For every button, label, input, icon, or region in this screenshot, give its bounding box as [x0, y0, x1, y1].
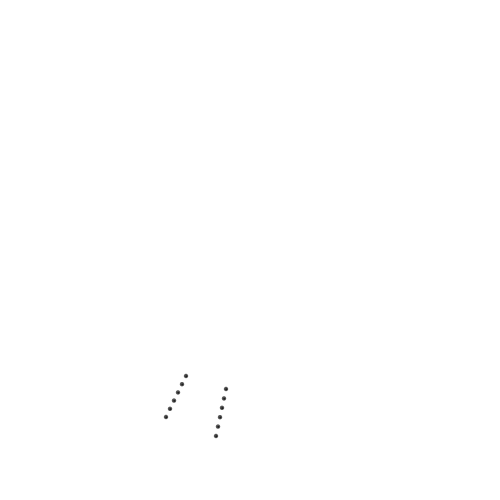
dot-icon: [213, 433, 219, 439]
dot-icon: [175, 390, 181, 395]
dot-icon: [217, 415, 223, 420]
dot-icon: [215, 424, 221, 429]
dot-icon: [167, 406, 173, 411]
dot-icon: [183, 373, 189, 379]
dot-icon: [179, 382, 185, 387]
right-dot-trail: [213, 386, 229, 439]
dot-icon: [223, 386, 229, 392]
dot-icon: [163, 414, 169, 420]
dot-icon: [171, 398, 177, 403]
dot-icon: [221, 396, 227, 401]
left-dot-trail: [163, 373, 189, 420]
dot-icon: [219, 405, 225, 410]
